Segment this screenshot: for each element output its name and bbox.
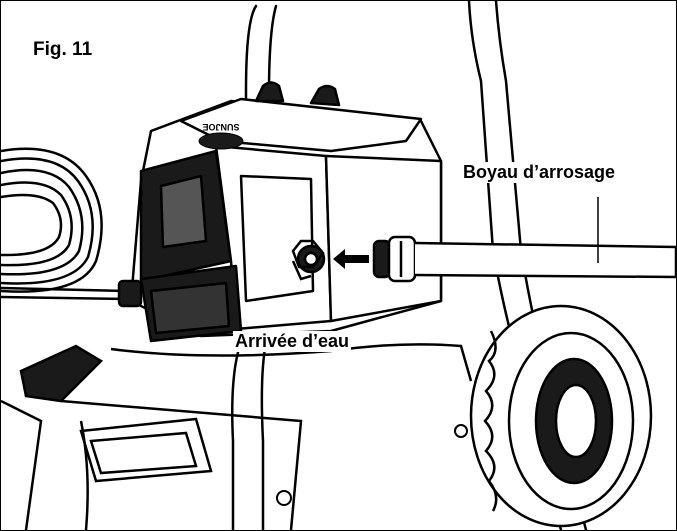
figure-number: Fig. 11 xyxy=(33,39,93,60)
water-inlet-fitting xyxy=(291,239,326,281)
coiled-hose xyxy=(1,147,103,293)
garden-hose xyxy=(372,235,676,283)
high-pressure-hose xyxy=(1,286,128,293)
arrow-left-icon xyxy=(333,249,369,269)
bolt xyxy=(454,424,468,438)
wheel xyxy=(469,304,653,528)
grip-handle xyxy=(19,344,104,403)
water-inlet-callout: Arrivée d’eau xyxy=(233,331,352,352)
bolt xyxy=(276,490,292,506)
svg-text:SUNJOE: SUNJOE xyxy=(202,122,239,132)
garden-hose-callout: Boyau d’arrosage xyxy=(463,162,616,183)
brand-logo: SUNJOE xyxy=(198,122,244,150)
pressure-washer-body xyxy=(117,81,443,343)
